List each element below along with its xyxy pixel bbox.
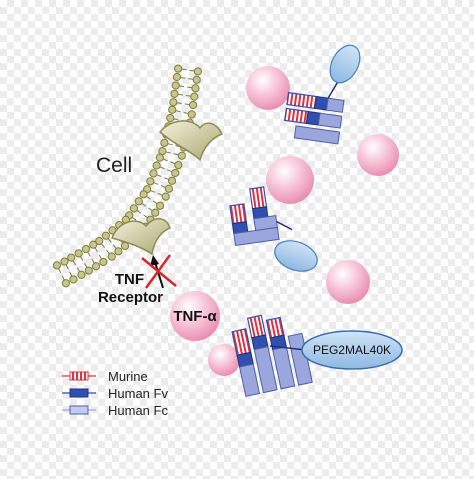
antibody-3 xyxy=(231,314,313,397)
lipid-head xyxy=(149,169,158,178)
legend-label-murine: Murine xyxy=(108,369,148,384)
lipid-head xyxy=(155,153,164,162)
tnf-sphere-3 xyxy=(266,156,314,204)
lipid-head xyxy=(160,138,169,147)
lipid-head xyxy=(168,105,177,114)
lipid-head xyxy=(170,89,179,98)
lipid-head xyxy=(77,270,86,279)
lipid-head xyxy=(187,110,196,119)
legend-label-human-fc: Human Fc xyxy=(108,403,168,418)
peg-blob-2 xyxy=(274,240,318,272)
legend-item-human-fv: Human Fv xyxy=(62,386,168,401)
lipid-head xyxy=(61,279,70,288)
cell-membrane xyxy=(52,64,202,288)
lipid-head xyxy=(161,192,170,201)
lipid-head xyxy=(81,244,91,254)
lipid-head xyxy=(84,266,93,275)
binding-arrow xyxy=(150,255,164,289)
receptor-label-line1: TNF xyxy=(115,271,144,288)
lipid-head xyxy=(192,75,201,84)
lipid-head xyxy=(172,72,181,82)
peg-label: PEG2MAL40K xyxy=(313,343,391,357)
peg-label-bubble xyxy=(301,330,403,370)
lipid-head xyxy=(114,247,123,256)
lipid-head xyxy=(193,67,202,76)
lipid-head xyxy=(174,64,183,73)
lipid-head xyxy=(52,261,62,270)
peg-linker xyxy=(269,345,307,351)
lipid-head xyxy=(190,92,199,101)
legend-item-human-fc: Human Fc xyxy=(62,403,168,418)
lipid-head xyxy=(67,253,76,262)
lipid-head xyxy=(155,201,165,210)
antibody-2 xyxy=(229,186,293,247)
peg-blob-1 xyxy=(329,44,361,84)
lipid-head xyxy=(139,190,148,199)
legend-label-human-fv: Human Fv xyxy=(108,386,168,401)
lipid-head xyxy=(191,84,200,93)
lipid-head xyxy=(146,177,155,186)
legend: Murine Human Fv Human Fc xyxy=(62,369,168,418)
cell-label: Cell xyxy=(96,154,132,177)
lipid-head xyxy=(164,184,173,193)
lipid-head xyxy=(107,252,116,261)
receptor-label-line2: Receptor xyxy=(98,289,163,306)
lipid-head xyxy=(167,176,177,185)
lipid-head xyxy=(95,236,104,246)
tnf-sphere-2 xyxy=(357,134,399,176)
lipid-head xyxy=(174,160,183,170)
tnf-sphere-4 xyxy=(326,260,370,304)
lipid-head xyxy=(166,113,175,123)
tnf-alpha-sphere xyxy=(170,291,220,341)
lipid-head xyxy=(60,257,69,266)
lipid-head xyxy=(171,81,180,90)
lipid-head xyxy=(134,197,143,206)
lipid-head xyxy=(69,275,78,284)
lipid-head xyxy=(129,204,139,213)
lipid-head xyxy=(74,249,83,258)
lipid-head xyxy=(188,100,198,110)
tnf-sphere-5 xyxy=(208,344,240,376)
lipid-head xyxy=(171,168,180,178)
lipid-head xyxy=(169,98,178,107)
inhibit-cross-icon xyxy=(141,254,177,289)
lipid-head xyxy=(99,257,108,267)
tnf-sphere-1 xyxy=(246,66,290,110)
tnf-alpha-label: TNF-α xyxy=(173,308,217,325)
tnf-receptor-upper xyxy=(158,120,224,162)
lipid-head xyxy=(101,231,111,240)
lipid-head xyxy=(91,262,101,271)
lipid-head xyxy=(177,151,186,160)
lipid-head xyxy=(151,208,160,217)
legend-item-murine: Murine xyxy=(62,369,148,384)
lipid-head xyxy=(89,240,98,249)
antibody-1 xyxy=(283,75,345,145)
tnf-receptor-lower xyxy=(111,218,171,256)
lipid-head xyxy=(152,161,161,170)
